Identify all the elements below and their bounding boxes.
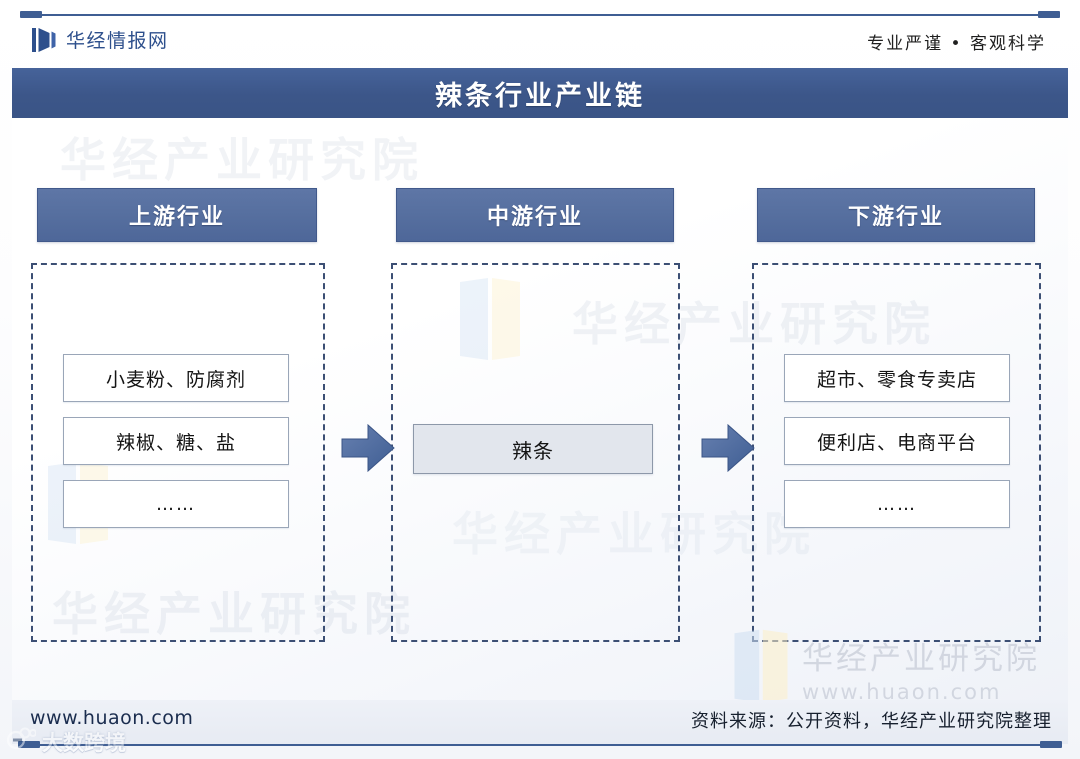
- bottom-rule-right-cap: [1040, 741, 1062, 748]
- source-site-watermark-text: 大数跨境: [42, 730, 126, 755]
- brand-tagline: 专业严谨 • 客观科学: [867, 34, 1046, 54]
- canvas-watermark-text: 华经产业研究院: [52, 587, 416, 641]
- brand-logo: 华经情报网: [32, 26, 169, 53]
- list-item-midstream: 辣条: [413, 424, 653, 474]
- top-rule: [38, 14, 1042, 16]
- item-label: 超市、零食专卖店: [816, 368, 977, 391]
- list-item: 小麦粉、防腐剂: [63, 354, 289, 402]
- item-label: 便利店、电商平台: [816, 431, 977, 454]
- item-label: ……: [877, 493, 917, 515]
- list-item: 超市、零食专卖店: [784, 354, 1010, 402]
- huaon-book-mark-icon: [32, 27, 56, 53]
- dashed-container-downstream: [752, 263, 1041, 642]
- list-item: 辣椒、糖、盐: [63, 417, 289, 465]
- column-header-upstream: 上游行业: [37, 188, 317, 242]
- footer-band: [12, 700, 1068, 744]
- canvas-watermark-text: 华经产业研究院: [60, 133, 424, 187]
- diagram-canvas: 华经产业研究院 华经产业研究院 华经产业研究院 华经产业研究院 上游行业 中游行…: [12, 118, 1068, 700]
- top-rule-left-cap: [20, 11, 42, 18]
- column-header-midstream: 中游行业: [396, 188, 674, 242]
- column-header-downstream: 下游行业: [757, 188, 1035, 242]
- item-label: 辣椒、糖、盐: [115, 431, 236, 454]
- list-item: 便利店、电商平台: [784, 417, 1010, 465]
- list-item: ……: [63, 480, 289, 528]
- page-title: 辣条行业产业链: [435, 80, 645, 112]
- bottom-rule-left-cap: [18, 741, 40, 748]
- column-header-label: 下游行业: [847, 205, 944, 230]
- brand-name: 华经情报网: [66, 30, 169, 52]
- column-header-label: 上游行业: [128, 205, 225, 230]
- item-stack-upstream: 小麦粉、防腐剂 辣椒、糖、盐 ……: [63, 354, 289, 528]
- item-stack-downstream: 超市、零食专卖店 便利店、电商平台 ……: [784, 354, 1010, 528]
- item-label: 小麦粉、防腐剂: [105, 368, 246, 391]
- institute-watermark-text: 华经产业研究院 www.huaon.com: [802, 633, 1040, 704]
- right-arrow-icon: [340, 420, 396, 476]
- watermark-page-icon: [732, 628, 790, 709]
- footer-url[interactable]: www.huaon.com: [30, 707, 194, 729]
- canvas-watermark-text: 华经产业研究院: [572, 297, 936, 351]
- watermark-page-icon: [458, 276, 522, 367]
- institute-watermark: 华经产业研究院 www.huaon.com: [732, 628, 1040, 709]
- dashed-container-midstream: [391, 263, 680, 642]
- item-label: 辣条: [512, 438, 554, 463]
- top-rule-right-cap: [1038, 11, 1060, 18]
- list-item: ……: [784, 480, 1010, 528]
- bottom-rule: [36, 744, 1044, 746]
- footer-source: 资料来源：公开资料，华经产业研究院整理: [691, 711, 1052, 732]
- column-header-label: 中游行业: [486, 205, 583, 230]
- institute-watermark-name: 华经产业研究院: [802, 641, 1040, 677]
- dashed-container-upstream: [31, 263, 325, 642]
- item-label: ……: [156, 493, 196, 515]
- page-title-bar: 辣条行业产业链: [12, 68, 1068, 118]
- globe-icon: [6, 726, 37, 757]
- right-arrow-icon: [700, 420, 756, 476]
- canvas-watermark-text: 华经产业研究院: [452, 507, 816, 561]
- source-site-watermark: 大数跨境: [6, 726, 126, 757]
